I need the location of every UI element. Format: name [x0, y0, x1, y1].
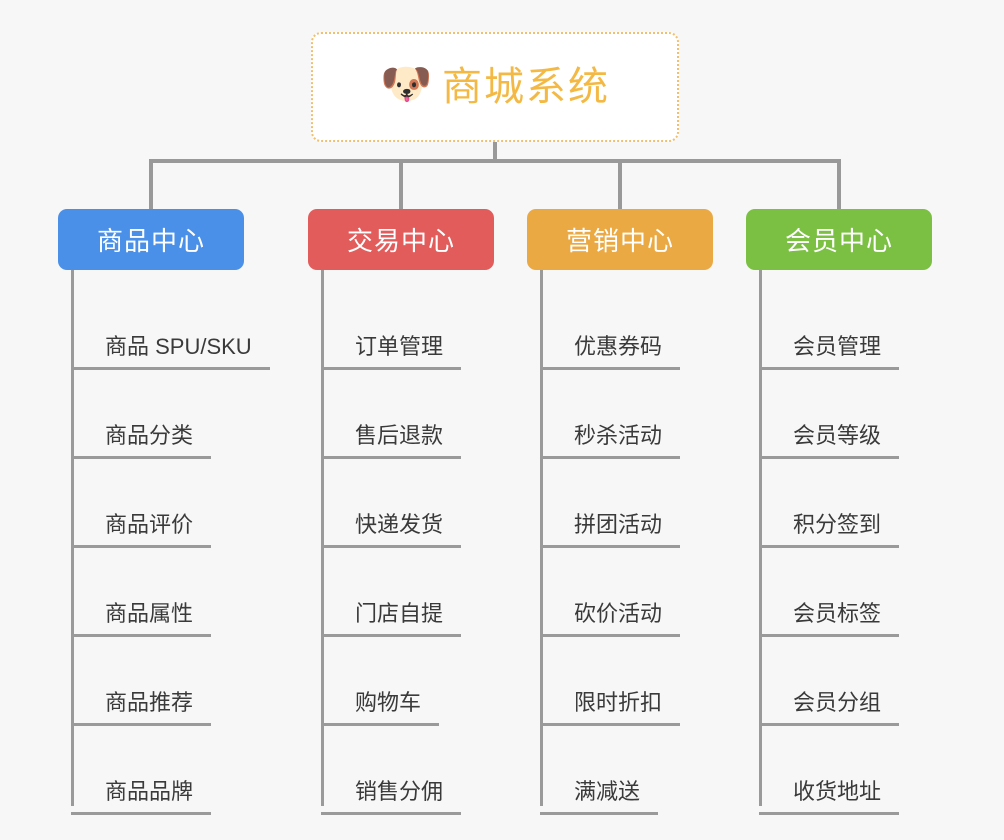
leaf-item-label: 优惠券码	[540, 336, 681, 370]
leaf-item[interactable]: 购物车	[321, 637, 538, 726]
leaf-item[interactable]: 积分签到	[759, 459, 976, 548]
leaf-item-label: 销售分佣	[321, 781, 462, 815]
branch-column-trade: 交易中心 订单管理 售后退款 快递发货 门店自提 购物车 销售分佣	[308, 209, 538, 815]
leaf-item-label: 会员等级	[759, 425, 900, 459]
dog-face-icon: 🐶	[380, 60, 433, 107]
leaf-item-label: 商品评价	[71, 514, 212, 548]
category-header-label: 交易中心	[346, 226, 455, 256]
category-header-label: 会员中心	[784, 226, 893, 256]
leaf-item[interactable]: 商品评价	[71, 459, 288, 548]
leaf-item[interactable]: 会员管理	[759, 281, 976, 370]
category-header-label: 营销中心	[565, 226, 674, 256]
leaf-item[interactable]: 售后退款	[321, 370, 538, 459]
branch-column-product: 商品中心 商品 SPU/SKU 商品分类 商品评价 商品属性 商品推荐 商品品牌	[58, 209, 288, 815]
connector-root-stem	[493, 142, 497, 162]
leaf-item-label: 限时折扣	[540, 692, 681, 726]
leaf-item-label: 商品属性	[71, 603, 212, 637]
leaf-item-label: 订单管理	[321, 336, 462, 370]
leaf-item[interactable]: 拼团活动	[540, 459, 757, 548]
leaf-item[interactable]: 商品属性	[71, 548, 288, 637]
branch-column-member: 会员中心 会员管理 会员等级 积分签到 会员标签 会员分组 收货地址	[746, 209, 976, 815]
root-node-label: 商城系统	[442, 65, 610, 109]
leaf-item[interactable]: 砍价活动	[540, 548, 757, 637]
root-node[interactable]: 🐶 商城系统	[311, 32, 679, 142]
leaf-item[interactable]: 订单管理	[321, 281, 538, 370]
leaf-trunk-line	[321, 270, 324, 806]
category-header-label: 商品中心	[96, 226, 205, 256]
connector-horizontal-bus	[149, 159, 841, 163]
leaf-item-label: 满减送	[540, 781, 659, 815]
category-header-trade[interactable]: 交易中心	[308, 209, 494, 270]
leaf-item-label: 商品推荐	[71, 692, 212, 726]
branch-column-marketing: 营销中心 优惠券码 秒杀活动 拼团活动 砍价活动 限时折扣 满减送	[527, 209, 757, 815]
leaf-item[interactable]: 会员分组	[759, 637, 976, 726]
leaf-list-marketing: 优惠券码 秒杀活动 拼团活动 砍价活动 限时折扣 满减送	[540, 270, 757, 815]
leaf-item-label: 商品品牌	[71, 781, 212, 815]
leaf-item[interactable]: 会员等级	[759, 370, 976, 459]
leaf-item[interactable]: 商品 SPU/SKU	[71, 281, 288, 370]
leaf-item-label: 砍价活动	[540, 603, 681, 637]
leaf-item[interactable]: 会员标签	[759, 548, 976, 637]
leaf-item[interactable]: 秒杀活动	[540, 370, 757, 459]
category-header-member[interactable]: 会员中心	[746, 209, 932, 270]
connector-drop-1	[399, 159, 403, 211]
leaf-item-label: 会员管理	[759, 336, 900, 370]
leaf-trunk-line	[71, 270, 74, 806]
connector-drop-0	[149, 159, 153, 211]
connector-drop-3	[837, 159, 841, 211]
leaf-item-label: 积分签到	[759, 514, 900, 548]
leaf-item-label: 秒杀活动	[540, 425, 681, 459]
leaf-item-label: 商品分类	[71, 425, 212, 459]
leaf-item-label: 快递发货	[321, 514, 462, 548]
category-header-marketing[interactable]: 营销中心	[527, 209, 713, 270]
leaf-item-label: 会员分组	[759, 692, 900, 726]
leaf-item[interactable]: 快递发货	[321, 459, 538, 548]
leaf-item[interactable]: 商品分类	[71, 370, 288, 459]
leaf-list-member: 会员管理 会员等级 积分签到 会员标签 会员分组 收货地址	[759, 270, 976, 815]
leaf-list-trade: 订单管理 售后退款 快递发货 门店自提 购物车 销售分佣	[321, 270, 538, 815]
connector-drop-2	[618, 159, 622, 211]
leaf-item[interactable]: 收货地址	[759, 726, 976, 815]
leaf-item-label: 购物车	[321, 692, 440, 726]
leaf-item[interactable]: 满减送	[540, 726, 757, 815]
leaf-item-label: 会员标签	[759, 603, 900, 637]
leaf-item-label: 门店自提	[321, 603, 462, 637]
leaf-item[interactable]: 限时折扣	[540, 637, 757, 726]
leaf-list-product: 商品 SPU/SKU 商品分类 商品评价 商品属性 商品推荐 商品品牌	[71, 270, 288, 815]
leaf-item[interactable]: 商品推荐	[71, 637, 288, 726]
leaf-item-label: 收货地址	[759, 781, 900, 815]
leaf-item-label: 售后退款	[321, 425, 462, 459]
leaf-item[interactable]: 销售分佣	[321, 726, 538, 815]
leaf-item-label: 商品 SPU/SKU	[71, 336, 270, 370]
leaf-item-label: 拼团活动	[540, 514, 681, 548]
leaf-item[interactable]: 优惠券码	[540, 281, 757, 370]
leaf-trunk-line	[759, 270, 762, 806]
leaf-item[interactable]: 商品品牌	[71, 726, 288, 815]
leaf-item[interactable]: 门店自提	[321, 548, 538, 637]
leaf-trunk-line	[540, 270, 543, 806]
category-header-product[interactable]: 商品中心	[58, 209, 244, 270]
